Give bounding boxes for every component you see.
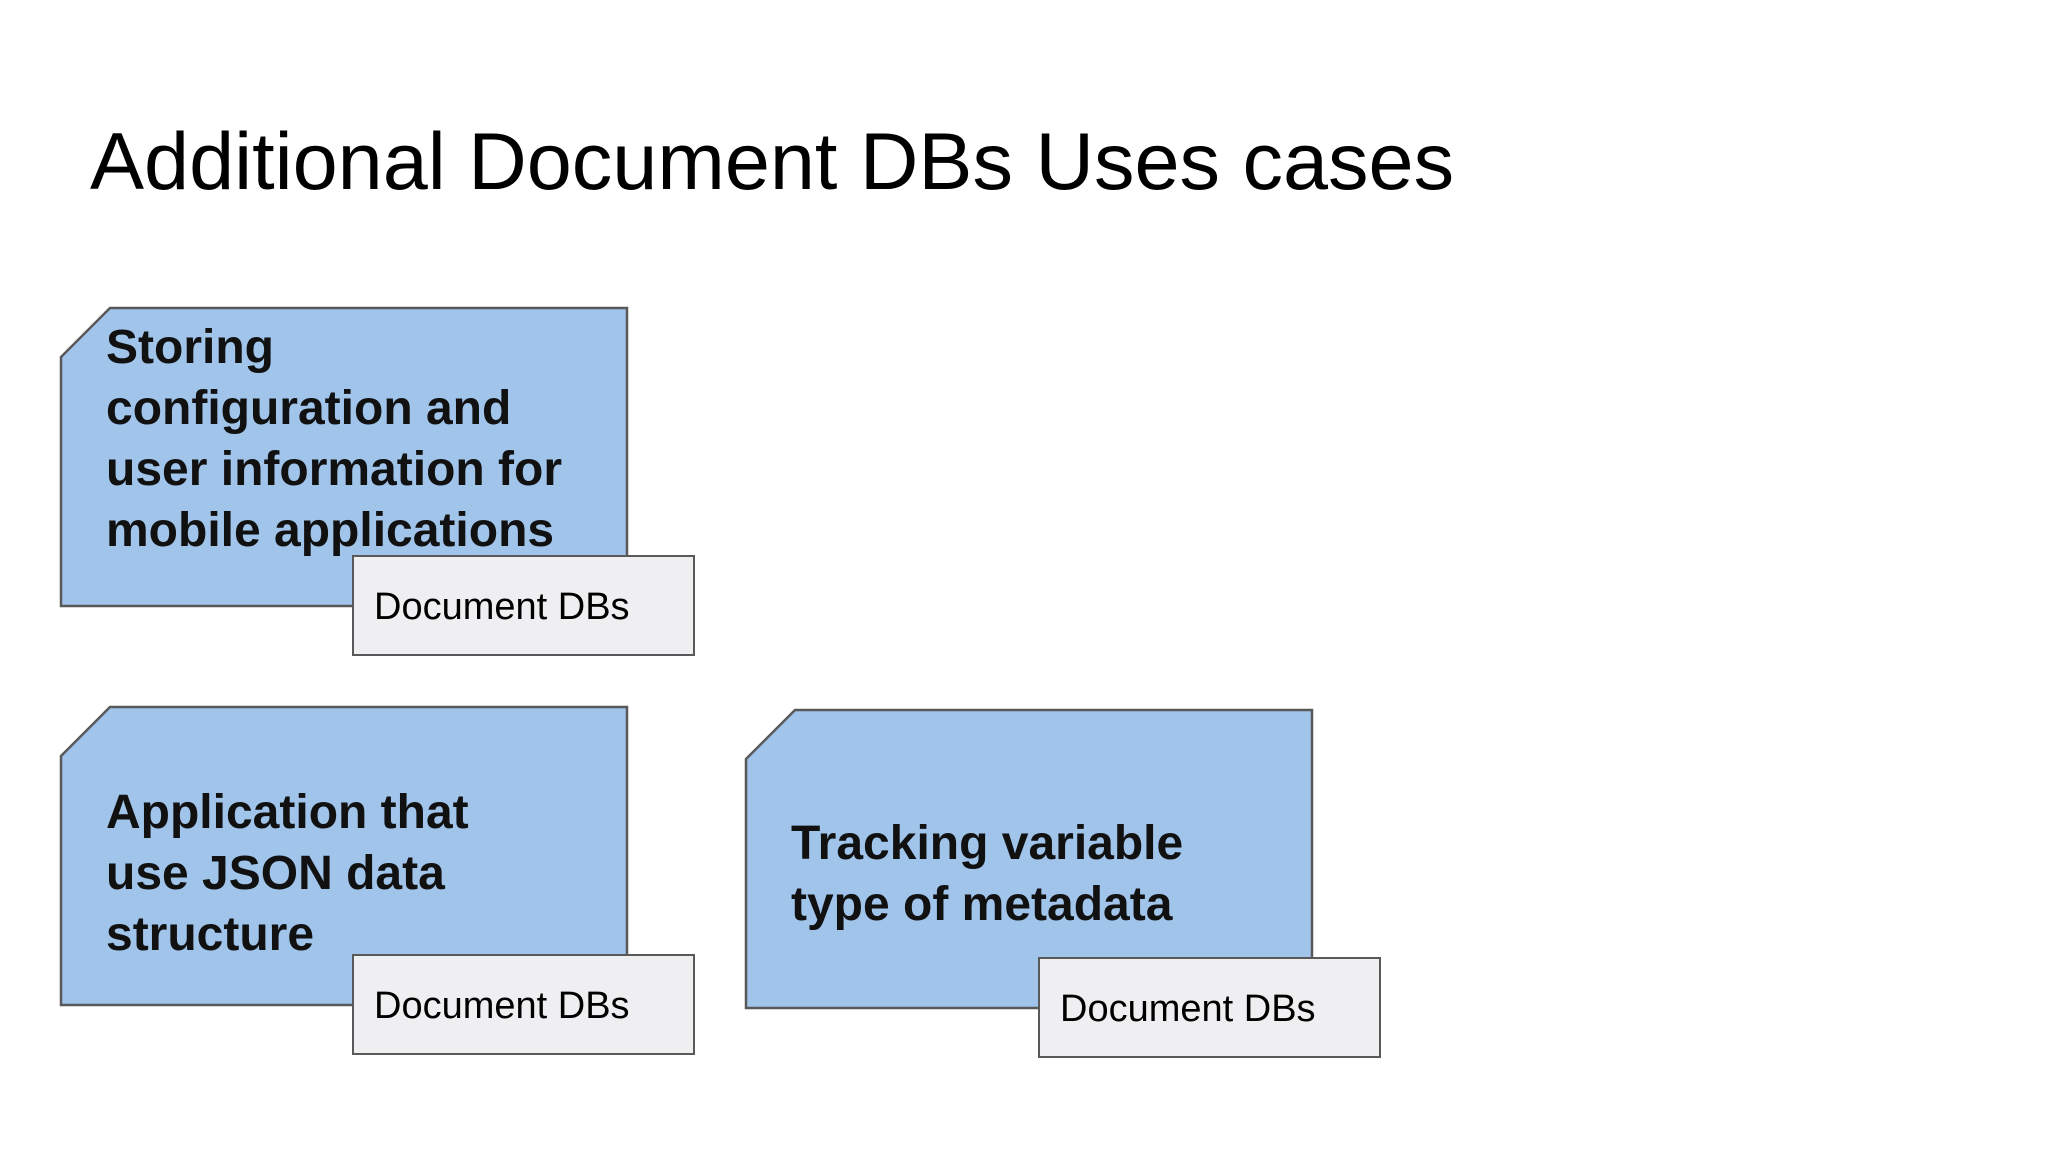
card-shape: [744, 708, 1314, 1010]
slide-title: Additional Document DBs Uses cases: [90, 117, 1455, 207]
use-case-card-json-apps: Application that use JSON data structure: [59, 705, 629, 1007]
use-case-card-mobile-config: Storing configuration and user informati…: [59, 306, 629, 608]
card-text: Storing configuration and user informati…: [106, 321, 563, 557]
card-tag-label: Document DBs: [352, 555, 695, 656]
use-case-card-metadata: Tracking variable type of metadata: [744, 708, 1314, 1010]
card-text: Tracking variable type of metadata: [791, 817, 1184, 931]
card-text: Application that use JSON data structure: [106, 786, 469, 961]
card-shape: [59, 705, 629, 1007]
card-shape: [59, 306, 629, 608]
card-tag-label: Document DBs: [352, 954, 695, 1055]
card-tag-label: Document DBs: [1038, 957, 1381, 1058]
